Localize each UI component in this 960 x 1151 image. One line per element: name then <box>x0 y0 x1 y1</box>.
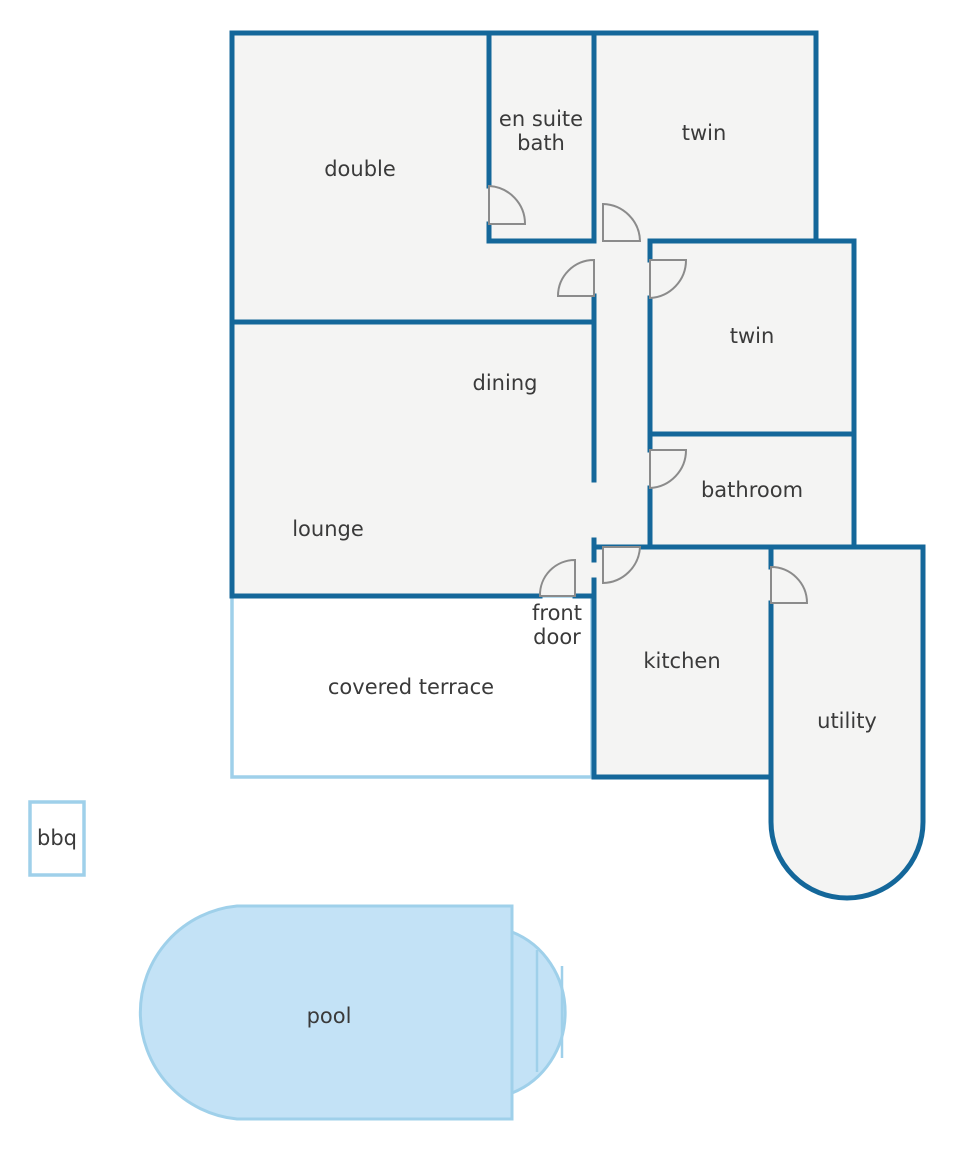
label-lounge: lounge <box>292 517 364 541</box>
label-dining: dining <box>473 371 538 395</box>
label-twin-middle: twin <box>730 324 775 348</box>
label-bathroom: bathroom <box>701 478 803 502</box>
door-bathroom <box>649 449 688 490</box>
door-en-suite <box>488 184 527 225</box>
label-en-suite-2: bath <box>517 131 565 155</box>
label-utility: utility <box>817 709 877 733</box>
door-double <box>556 258 595 297</box>
label-kitchen: kitchen <box>643 649 720 673</box>
door-front <box>538 558 576 597</box>
label-pool: pool <box>307 1004 352 1028</box>
door-utility <box>770 565 809 604</box>
label-en-suite-1: en suite <box>499 107 583 131</box>
door-kitchen <box>602 546 642 585</box>
walls <box>229 30 926 901</box>
room-fills <box>232 33 923 898</box>
doors <box>488 184 809 604</box>
room-labels: double en suite bath twin twin dining lo… <box>37 107 877 1028</box>
label-covered-terrace: covered terrace <box>328 675 494 699</box>
label-front-door-1: front <box>532 601 582 625</box>
label-bbq: bbq <box>37 826 77 850</box>
door-twin-middle <box>649 259 688 300</box>
label-front-door-2: door <box>533 625 581 649</box>
bbq-area <box>28 800 86 877</box>
door-twin-top <box>602 202 642 242</box>
pool-area <box>138 904 567 1121</box>
label-twin-top: twin <box>682 121 727 145</box>
label-double: double <box>324 157 396 181</box>
